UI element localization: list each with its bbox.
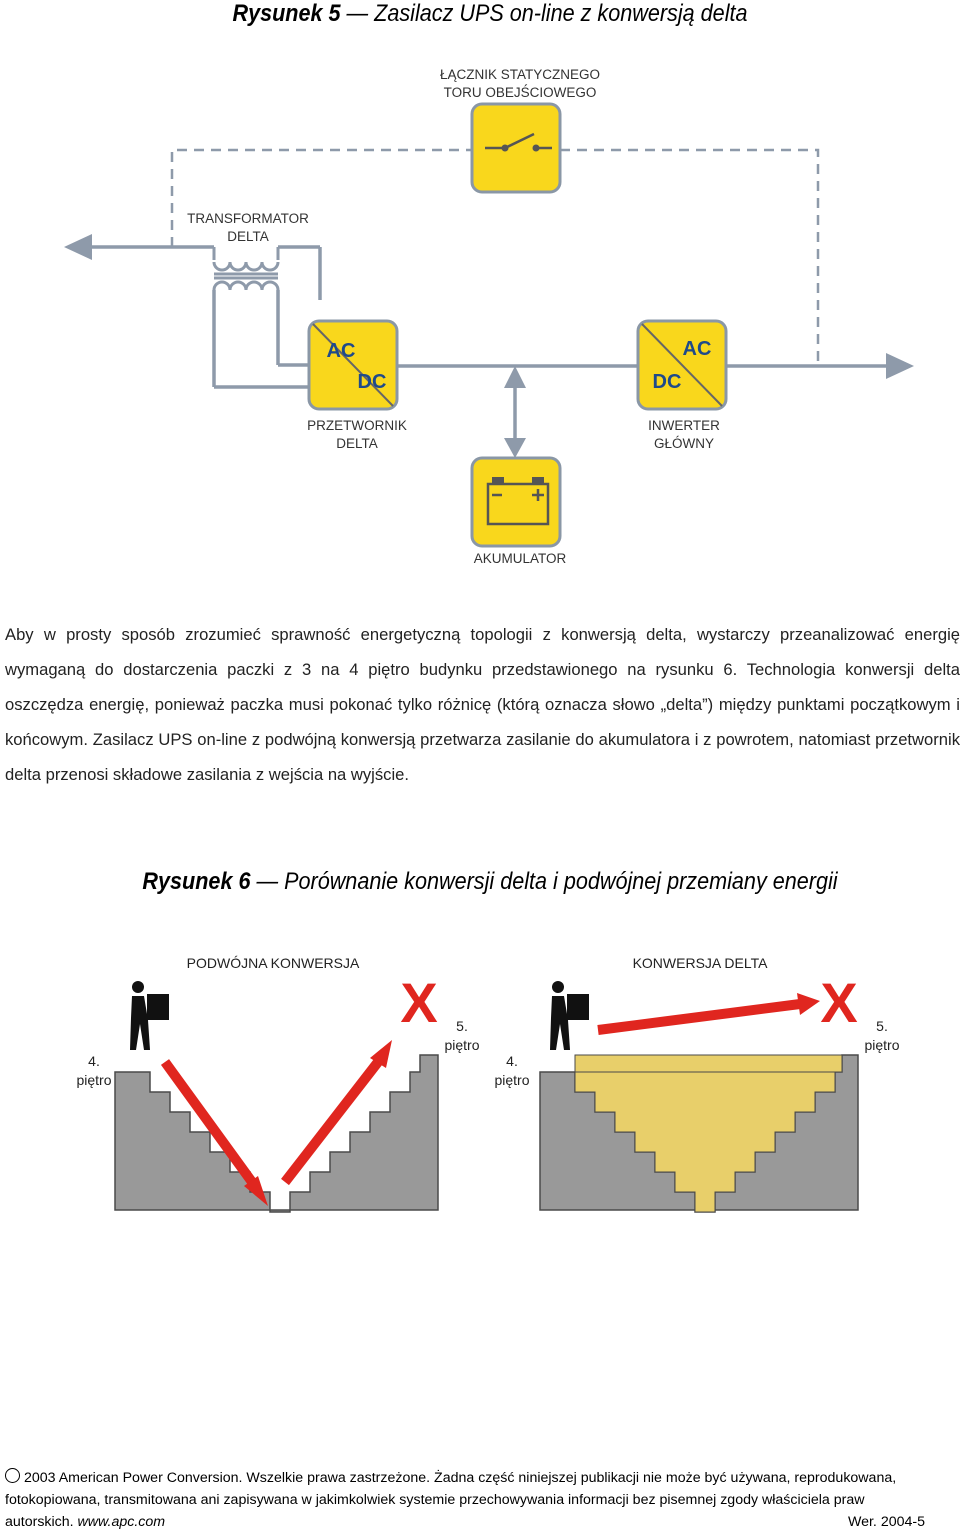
figure5-caption: Rysunek 5 — Zasilacz UPS on-line z konwe… xyxy=(232,0,748,27)
ups-delta-diagram: AC DC AC DC xyxy=(64,102,914,548)
double-conversion-start-floor: 4.piętro xyxy=(76,1053,112,1088)
power-wires xyxy=(90,245,890,448)
main-inverter-ac: AC xyxy=(683,338,712,360)
delta-conversion-arrow xyxy=(597,999,801,1035)
version-label: Wer. 2004-5 xyxy=(847,1514,925,1530)
main-inverter-dc: DC xyxy=(653,371,682,393)
output-arrow xyxy=(886,353,914,379)
apc-website-link[interactable]: www.apc.com xyxy=(77,1514,166,1530)
main-inverter-box: AC DC xyxy=(636,319,728,411)
copyright-icon xyxy=(5,1468,20,1483)
double-conversion-title: PODWÓJNA KONWERSJA xyxy=(186,955,360,971)
footer-line-1: 2003 American Power Conversion. Wszelkie… xyxy=(5,1468,960,1489)
double-conversion-stairs xyxy=(114,1054,439,1213)
person-with-box-icon xyxy=(550,981,589,1050)
delta-conversion-end-floor: 5.piętro xyxy=(864,1018,900,1053)
stairs-comparison: X X xyxy=(114,971,859,1213)
transformer-icon xyxy=(212,247,280,291)
double-conversion-arrow-down xyxy=(160,1059,257,1185)
input-arrow xyxy=(64,234,92,260)
body-paragraph: Aby w prosty sposób zrozumieć sprawność … xyxy=(5,625,960,785)
battery-arrow-down xyxy=(504,438,526,458)
double-conversion-arrow-up xyxy=(281,1058,382,1186)
delta-conversion-x-mark: X xyxy=(820,971,857,1034)
footer-line-2: fotokopiowana, transmitowana ani zapisyw… xyxy=(5,1492,865,1508)
delta-conversion-start-floor: 4.piętro xyxy=(494,1053,530,1088)
delta-converter-box: AC DC xyxy=(307,319,399,411)
person-with-box-icon xyxy=(130,981,169,1050)
figure6-caption: Rysunek 6 — Porównanie konwersji delta i… xyxy=(142,868,838,895)
battery-box xyxy=(470,456,562,548)
delta-conversion-fill xyxy=(574,1054,843,1213)
footer-line-3: autorskich. www.apc.com xyxy=(5,1514,166,1530)
delta-converter-ac: AC xyxy=(327,340,356,362)
double-conversion-x-mark: X xyxy=(400,971,437,1034)
delta-converter-dc: DC xyxy=(358,371,387,393)
double-conversion-end-floor: 5.piętro xyxy=(444,1018,480,1053)
static-switch-box xyxy=(470,102,562,194)
battery-arrow-up xyxy=(504,366,526,388)
delta-conversion-title: KONWERSJA DELTA xyxy=(632,955,768,971)
battery-icon xyxy=(486,482,550,526)
bypass-line xyxy=(170,148,820,366)
battery-label: AKUMULATOR xyxy=(473,551,567,566)
